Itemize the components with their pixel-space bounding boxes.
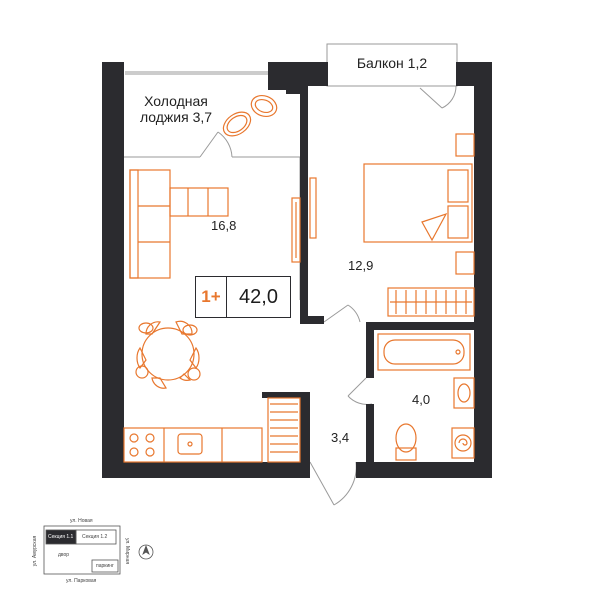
wall-bath-left-lower — [366, 404, 374, 468]
site-plan-block — [43, 525, 121, 575]
street-top-label: ул. Новая — [70, 518, 93, 524]
parking-block — [91, 559, 119, 573]
wall-left — [102, 62, 124, 478]
sink — [453, 377, 475, 409]
total-area: 42,0 — [239, 285, 278, 308]
bedroom-tv — [309, 177, 317, 239]
balcony-door-swing — [419, 85, 457, 109]
wall-living-bedroom — [300, 70, 308, 322]
loggia-door-swing — [199, 131, 233, 158]
tv-stand — [291, 197, 301, 263]
hall-area-label: 3,4 — [331, 430, 350, 445]
bathtub — [377, 333, 471, 371]
walls — [102, 62, 492, 478]
wall-closet-top — [262, 392, 310, 398]
sofa — [129, 169, 229, 279]
balcony-label: Балкон 1,2 — [356, 55, 428, 71]
street-left-label: ул. Амурская — [32, 535, 39, 567]
wall-bottom-right — [356, 462, 492, 478]
dining-set — [135, 320, 201, 389]
wall-loggia-stub — [286, 86, 306, 94]
wall-bath-left — [366, 322, 374, 378]
parking-label: паркинг — [96, 563, 114, 569]
cold-loggia-label-line2: лоджия 3,7 — [139, 109, 213, 125]
kitchen-counter — [123, 427, 263, 463]
thin-lines — [114, 43, 458, 506]
furniture — [123, 95, 475, 463]
room-count: 1+ — [196, 277, 227, 317]
bathroom-door-swing — [347, 377, 373, 405]
bedroom-door-swing — [323, 304, 361, 323]
street-right-label: ул. Мирная — [124, 537, 131, 565]
bathroom-area-label: 4,0 — [412, 392, 431, 407]
wall-bottom-left — [102, 462, 310, 478]
bedroom-wardrobe — [387, 287, 475, 317]
apartment-summary-badge: 1+ 42,0 — [195, 276, 291, 318]
wall-loggia-right — [268, 62, 306, 90]
cold-loggia-label-line1: Холодная — [144, 93, 208, 109]
wall-top-left — [102, 62, 124, 74]
section-active-label: Секция 1.1 — [48, 534, 74, 540]
wall-bath-top — [366, 322, 476, 330]
wall-bedroom-bottom — [300, 316, 324, 324]
wall-right — [474, 62, 492, 478]
entrance-door-swing — [309, 461, 357, 506]
cold-loggia-label: Холодная лоджия 3,7 — [120, 93, 232, 125]
washing-machine — [451, 427, 475, 459]
site-plan — [43, 525, 154, 575]
living-area-label: 16,8 — [211, 218, 237, 233]
bedroom-area-label: 12,9 — [348, 258, 374, 273]
wall-bedroom-corner — [306, 62, 328, 86]
section-other-label: Секция 1.2 — [82, 534, 108, 540]
toilet — [395, 423, 417, 461]
loggia-chairs — [222, 95, 278, 137]
section-other-block — [75, 529, 117, 545]
wall-closet — [300, 392, 310, 468]
yard-label: двор — [58, 552, 70, 558]
bed — [363, 133, 475, 275]
street-bottom-label: ул. Парковая — [66, 578, 97, 584]
hall-closet — [267, 397, 301, 463]
